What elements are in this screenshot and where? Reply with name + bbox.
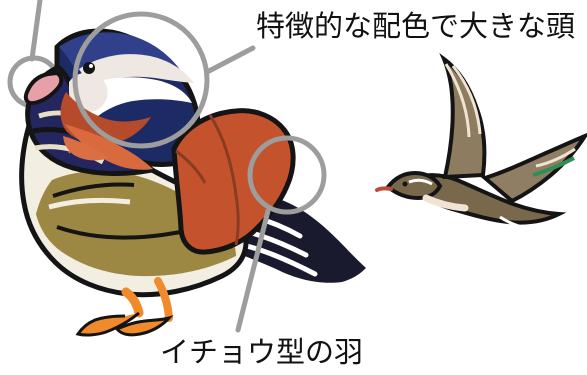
wing-callout-line [235, 208, 271, 333]
head-callout-line [206, 45, 256, 74]
flying-mandarin-duck-icon [375, 53, 587, 231]
ginkgo-feather-label: イチョウ型の羽 [160, 335, 364, 369]
upper-left-callout-line [29, 0, 43, 62]
head-color-label: 特徴的な配色で大きな頭 [256, 9, 576, 43]
head-callout-circle [72, 11, 210, 149]
wing-callout-circle [247, 135, 327, 215]
